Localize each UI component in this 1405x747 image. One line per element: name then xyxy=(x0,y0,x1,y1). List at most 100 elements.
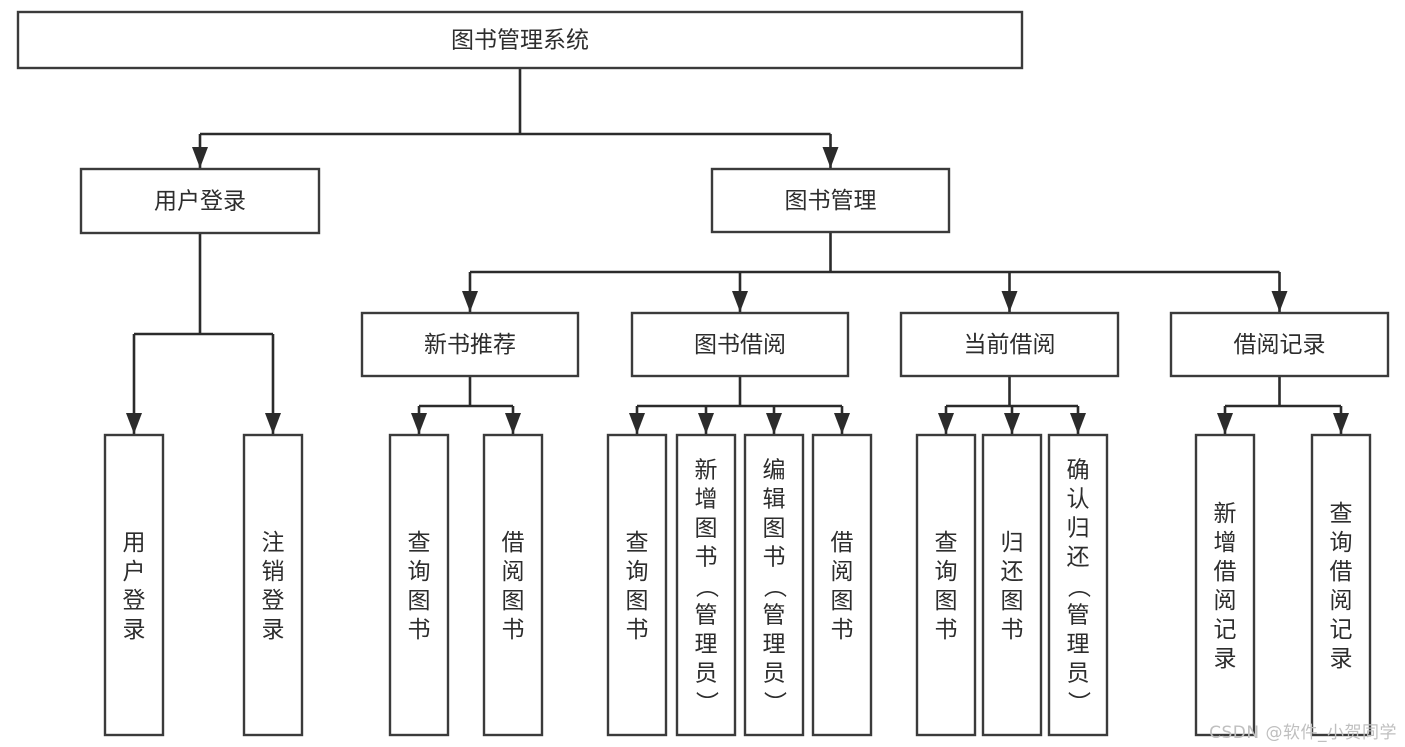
node-label-char: 理 xyxy=(763,632,786,658)
node-box xyxy=(1194,433,1256,737)
node-label-char: 员 xyxy=(1067,661,1090,687)
node-label-char: 登 xyxy=(123,588,146,614)
node-label: 当前借阅 xyxy=(964,332,1056,358)
node-图书管理系统[interactable]: 图书管理系统 xyxy=(16,10,1024,70)
node-label-char: 新 xyxy=(1214,501,1237,527)
node-label-char: 用 xyxy=(123,530,146,556)
node-用户登录[interactable]: 用户登录 xyxy=(103,433,165,737)
node-label-char: 书 xyxy=(763,545,786,571)
node-label: 图书借阅 xyxy=(694,332,786,358)
node-label-char: 书 xyxy=(831,617,854,643)
node-label-char: 查 xyxy=(1330,501,1353,527)
arrow-head-icon xyxy=(938,413,954,434)
node-label-char: 查 xyxy=(626,530,649,556)
node-label-char: 员 xyxy=(763,661,786,687)
node-label-char: 记 xyxy=(1330,617,1353,643)
node-label-char: 新 xyxy=(695,458,718,484)
node-label: 图书管理 xyxy=(785,188,877,214)
node-box xyxy=(915,433,977,737)
node-box xyxy=(482,433,544,737)
node-box xyxy=(1047,433,1109,737)
node-label-char: 图 xyxy=(935,588,958,614)
node-label-char: 借 xyxy=(502,530,525,556)
node-label-char: 录 xyxy=(1214,646,1237,672)
node-label-char: 管 xyxy=(763,603,786,629)
arrow-head-icon xyxy=(505,413,521,434)
node-label-char: ） xyxy=(761,691,787,714)
node-box xyxy=(388,433,450,737)
connectors-layer xyxy=(126,68,1349,434)
node-label-char: 书 xyxy=(1001,617,1024,643)
node-label-char: ） xyxy=(693,691,719,714)
node-label-char: 理 xyxy=(695,632,718,658)
node-label-char: （ xyxy=(1065,575,1091,598)
node-label-char: 户 xyxy=(123,559,146,585)
node-label-char: （ xyxy=(761,575,787,598)
node-图书借阅[interactable]: 图书借阅 xyxy=(630,311,850,378)
node-label-char: 员 xyxy=(695,661,718,687)
node-label-char: 查 xyxy=(935,530,958,556)
node-label-char: 图 xyxy=(763,516,786,542)
node-label-char: 归 xyxy=(1067,516,1090,542)
node-label-char: 询 xyxy=(1330,530,1353,556)
node-label-char: 录 xyxy=(123,617,146,643)
arrow-head-icon xyxy=(1070,413,1086,434)
node-新书推荐[interactable]: 新书推荐 xyxy=(360,311,580,378)
node-box xyxy=(242,433,304,737)
node-借阅记录[interactable]: 借阅记录 xyxy=(1169,311,1390,378)
node-label-char: 借 xyxy=(831,530,854,556)
node-label-char: 确 xyxy=(1067,458,1090,484)
node-label-char: 借 xyxy=(1330,559,1353,585)
node-label-char: 编 xyxy=(763,458,786,484)
node-box xyxy=(811,433,873,737)
node-label-char: 还 xyxy=(1067,545,1090,571)
arrow-head-icon xyxy=(126,413,142,434)
node-label-char: 记 xyxy=(1214,617,1237,643)
arrow-head-icon xyxy=(1004,413,1020,434)
arrow-head-icon xyxy=(629,413,645,434)
node-label-char: 图 xyxy=(1001,588,1024,614)
node-label-char: 销 xyxy=(262,559,285,585)
node-用户登录[interactable]: 用户登录 xyxy=(79,167,321,235)
arrow-head-icon xyxy=(1271,291,1288,312)
arrow-head-icon xyxy=(1333,413,1349,434)
node-label-char: 阅 xyxy=(1214,588,1237,614)
node-box xyxy=(16,10,1024,70)
node-box xyxy=(1169,311,1390,378)
node-label-char: ） xyxy=(1065,691,1091,714)
node-label-char: 书 xyxy=(502,617,525,643)
arrow-head-icon xyxy=(698,413,714,434)
node-label-char: 图 xyxy=(408,588,431,614)
node-当前借阅[interactable]: 当前借阅 xyxy=(899,311,1120,378)
node-图书管理[interactable]: 图书管理 xyxy=(710,167,951,234)
node-label-char: 增 xyxy=(695,487,718,513)
arrow-head-icon xyxy=(462,291,478,312)
arrow-head-icon xyxy=(1217,413,1233,434)
arrow-head-icon xyxy=(1001,291,1018,312)
arrow-head-icon xyxy=(834,413,850,434)
node-label-char: 图 xyxy=(626,588,649,614)
node-label-char: 询 xyxy=(935,559,958,585)
node-label-char: 询 xyxy=(408,559,431,585)
node-label-char: 还 xyxy=(1001,559,1024,585)
node-box xyxy=(743,433,805,737)
node-label-char: 录 xyxy=(1330,646,1353,672)
node-label-char: 图 xyxy=(502,588,525,614)
node-label: 图书管理系统 xyxy=(451,28,589,54)
node-label-char: 注 xyxy=(262,530,285,556)
node-box xyxy=(79,167,321,235)
